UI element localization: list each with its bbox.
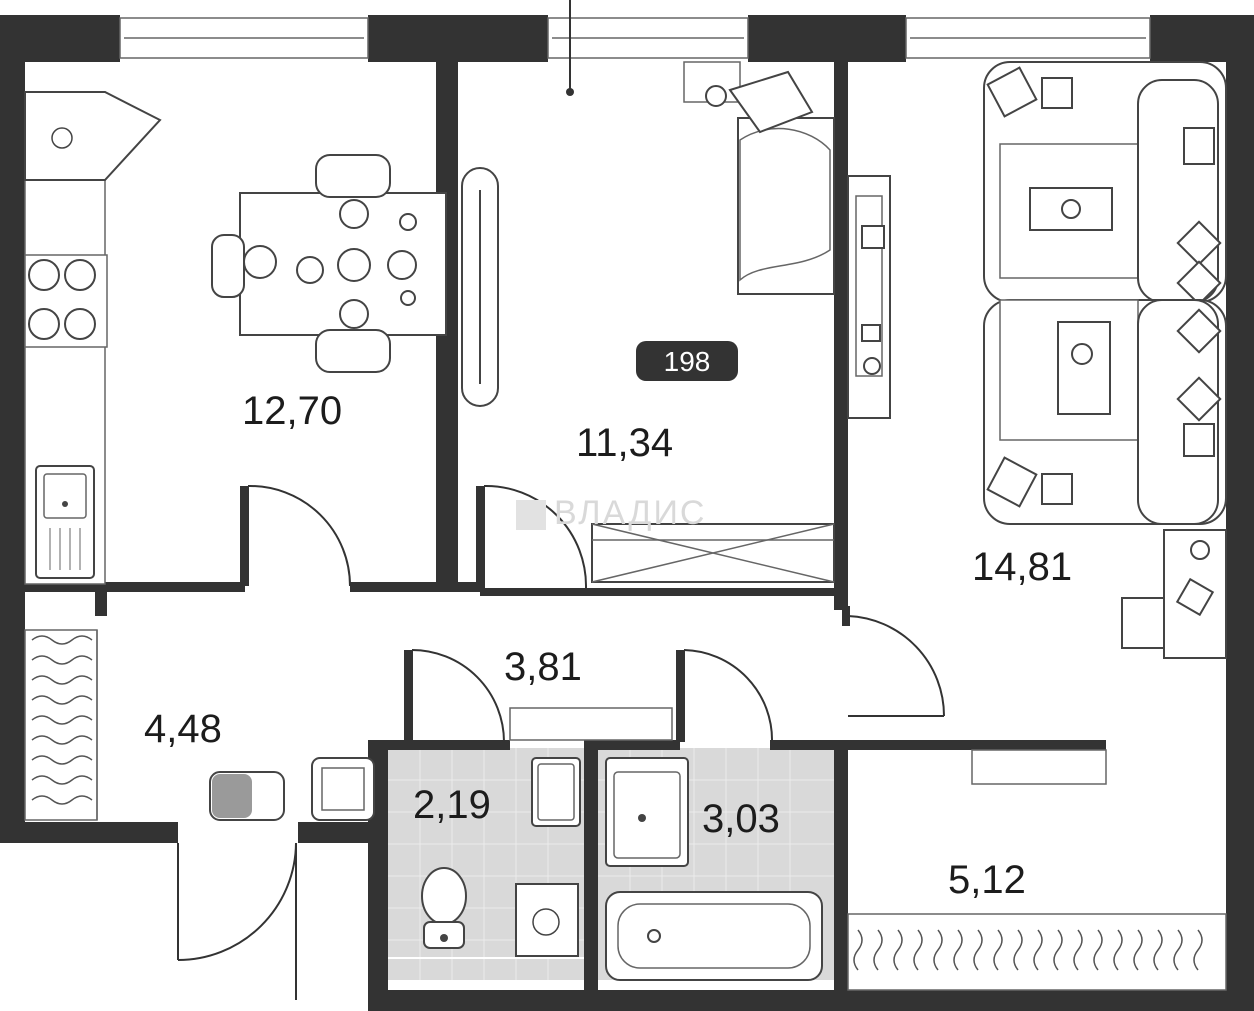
corridor-shelf [509,707,673,741]
corridor-area: 3,81 [504,645,582,689]
kitchen-area: 12,70 [242,389,342,433]
hall-area: 4,48 [144,707,222,751]
bathroom-area: 3,03 [702,797,780,841]
living-room-area: 14,81 [972,545,1072,589]
watermark: ВЛАДИС [516,494,706,532]
bedroom-area: 11,34 [576,421,673,465]
loggia-fixtures [847,749,1227,991]
bathroom-fixtures [605,757,823,981]
kitchen-furniture [24,91,447,585]
windows [119,17,1151,59]
toilet-area: 2,19 [413,783,491,827]
outer-walls [0,15,1254,1011]
bedroom-furniture [461,0,835,583]
hall-furniture [24,629,375,821]
watermark-text: ВЛАДИС [554,494,706,532]
living-furniture [847,61,1227,659]
doors [177,484,946,1000]
apartment-number-badge: 198 [636,341,738,381]
loggia-area: 5,12 [948,858,1026,902]
apartment-number: 198 [664,346,711,377]
toilet-fixtures [388,757,584,959]
